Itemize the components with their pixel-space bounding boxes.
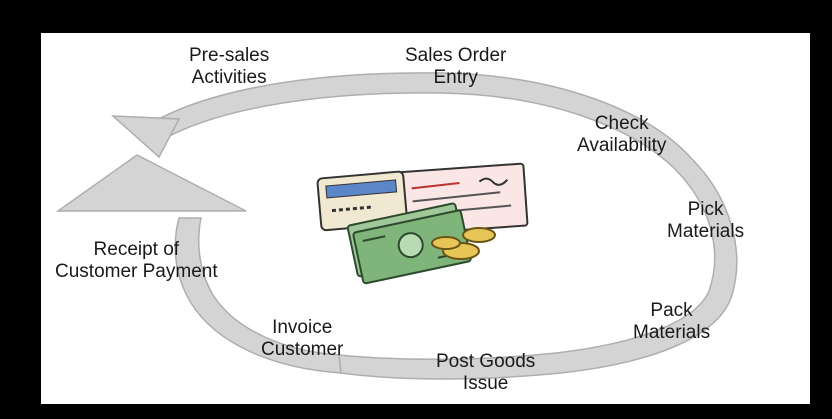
step-label-line: Check — [594, 113, 649, 134]
step-pack-materials: Pack Materials — [633, 300, 710, 344]
order-to-cash-cycle-diagram — [55, 72, 738, 380]
step-label-line: Customer — [261, 339, 344, 360]
step-presales-activities: Pre-sales Activities — [189, 45, 269, 89]
step-label-line: Issue — [462, 373, 509, 394]
step-label-line: Sales Order — [405, 45, 507, 66]
step-sales-order-entry: Sales Order Entry — [405, 45, 506, 89]
step-label-line: Pre-sales — [189, 45, 270, 66]
step-pick-materials: Pick Materials — [667, 199, 744, 243]
diagram-panel: Pre-sales Activities Sales Order Entry C… — [41, 33, 810, 404]
cycle-arrowhead-top — [110, 115, 181, 159]
step-label-line: Pick — [687, 199, 724, 220]
step-label-line: Activities — [191, 67, 267, 88]
step-post-goods-issue: Post Goods Issue — [436, 351, 535, 395]
step-check-availability: Check Availability — [577, 113, 666, 157]
cycle-arrow-bottom-left — [174, 217, 342, 374]
step-label-line: Entry — [433, 67, 478, 88]
step-label-line: Post Goods — [436, 351, 536, 372]
step-label-line: Receipt of — [93, 239, 180, 260]
step-label-line: Materials — [633, 322, 711, 343]
step-label-line: Materials — [667, 221, 745, 242]
money-clipart-icon — [316, 162, 529, 285]
step-label-line: Customer Payment — [55, 261, 218, 282]
step-label-line: Invoice — [272, 317, 333, 338]
step-label-line: Availability — [577, 135, 667, 156]
cycle-arrowhead-left — [55, 154, 247, 212]
step-invoice-customer: Invoice Customer — [261, 317, 343, 361]
step-label-line: Pack — [650, 300, 693, 321]
step-receipt-customer-payment: Receipt of Customer Payment — [55, 239, 218, 283]
